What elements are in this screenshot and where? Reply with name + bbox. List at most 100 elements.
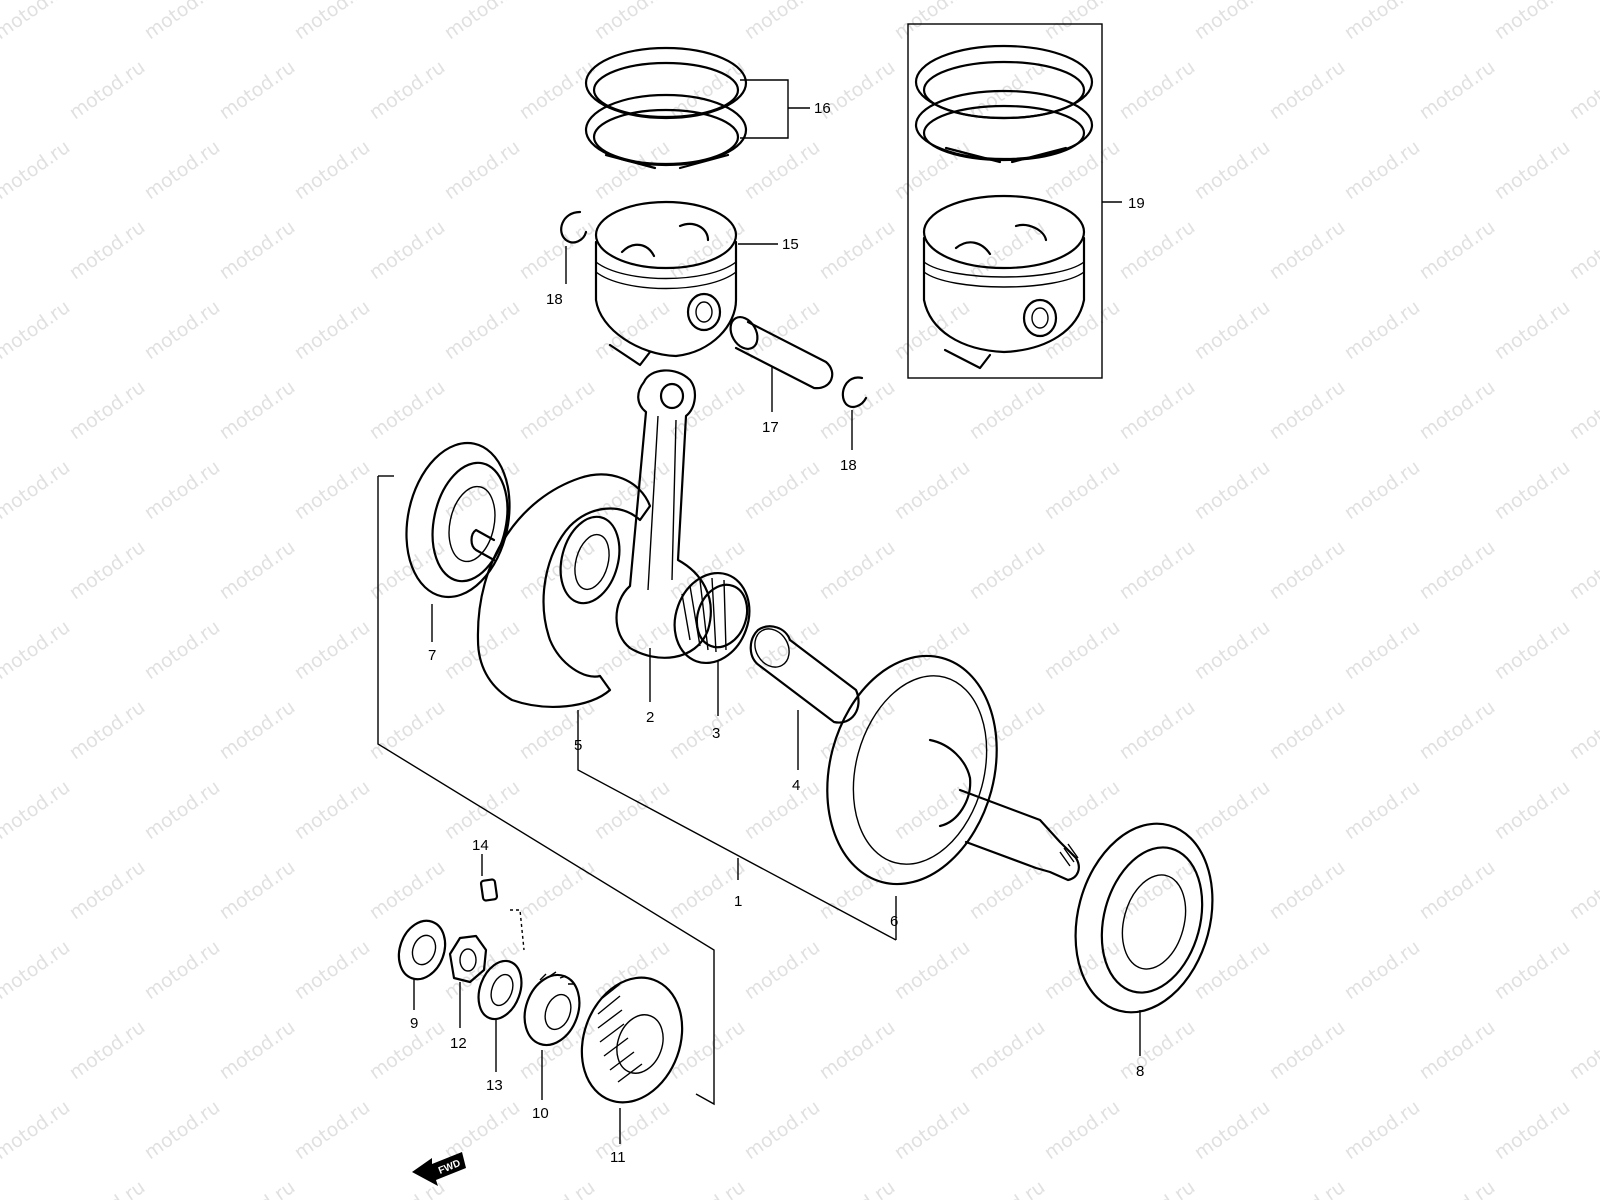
watermark-text: motod.ru <box>1565 536 1600 604</box>
watermark-text: motod.ru <box>1340 936 1424 1004</box>
watermark-text: motod.ru <box>440 1096 524 1164</box>
watermark-text: motod.ru <box>0 936 74 1004</box>
callout-6: 6 <box>890 913 898 930</box>
watermark-text: motod.ru <box>665 856 749 924</box>
watermark-text: motod.ru <box>1115 56 1199 124</box>
primary-drive-gear <box>523 971 581 1100</box>
watermark-text: motod.ru <box>1565 376 1600 444</box>
watermark-text: motod.ru <box>290 456 374 524</box>
watermark-text: motod.ru <box>365 376 449 444</box>
watermark-text: motod.ru <box>1490 0 1574 44</box>
piston-rings <box>584 46 810 170</box>
callout-18-right: 18 <box>840 457 857 474</box>
watermark-text: motod.ru <box>1190 1096 1274 1164</box>
callout-12: 12 <box>450 1035 467 1052</box>
watermark-text: motod.ru <box>140 936 224 1004</box>
watermark-text: motod.ru <box>815 216 899 284</box>
callout-15: 15 <box>782 236 799 253</box>
watermark-text: motod.ru <box>590 1096 674 1164</box>
callout-2: 2 <box>646 709 654 726</box>
crank-web-left <box>470 473 652 740</box>
watermark-text: motod.ru <box>1115 696 1199 764</box>
watermark-text: motod.ru <box>1490 296 1574 364</box>
watermark-text: motod.ru <box>65 536 149 604</box>
watermark-text: motod.ru <box>1115 536 1199 604</box>
callout-8: 8 <box>1136 1063 1144 1080</box>
watermark-text: motod.ru <box>1340 616 1424 684</box>
watermark-text: motod.ru <box>965 216 1049 284</box>
watermark-text: motod.ru <box>815 1016 899 1084</box>
watermark-text: motod.ru <box>965 856 1049 924</box>
watermark-text: motod.ru <box>665 696 749 764</box>
callout-18-left: 18 <box>546 291 563 308</box>
watermark-text: motod.ru <box>965 536 1049 604</box>
watermark-text: motod.ru <box>440 776 524 844</box>
watermark-text: motod.ru <box>740 456 824 524</box>
watermark-text: motod.ru <box>1190 456 1274 524</box>
callout-11: 11 <box>610 1149 626 1166</box>
watermark-text: motod.ru <box>290 1096 374 1164</box>
watermark-text: motod.ru <box>1490 936 1574 1004</box>
watermark-text: motod.ru <box>140 456 224 524</box>
watermark-text: motod.ru <box>890 1096 974 1164</box>
watermark-text: motod.ru <box>1565 56 1600 124</box>
callout-4: 4 <box>792 777 800 794</box>
watermark-text: motod.ru <box>0 456 74 524</box>
needle-bearing <box>673 571 751 716</box>
watermark-text: motod.ru <box>665 1176 749 1200</box>
watermark-text: motod.ru <box>1040 616 1124 684</box>
watermark-text: motod.ru <box>1415 376 1499 444</box>
callout-1: 1 <box>734 893 742 910</box>
callout-numbers: 1 2 3 4 5 6 7 8 9 10 11 12 13 14 15 16 1… <box>410 100 1145 1166</box>
watermark-text: motod.ru <box>290 0 374 44</box>
watermark-text: motod.ru <box>215 56 299 124</box>
watermark-text: motod.ru <box>1190 776 1274 844</box>
watermark-text: motod.ru <box>365 1016 449 1084</box>
watermark-text: motod.ru <box>1415 1016 1499 1084</box>
watermark-text: motod.ru <box>1040 936 1124 1004</box>
watermark-text: motod.ru <box>1190 296 1274 364</box>
watermark-text: motod.ru <box>1340 456 1424 524</box>
watermark-text: motod.ru <box>65 376 149 444</box>
watermark-text: motod.ru <box>65 696 149 764</box>
watermark-text: motod.ru <box>1415 56 1499 124</box>
watermark-text: motod.ru <box>1190 616 1274 684</box>
watermark-text: motod.ru <box>815 536 899 604</box>
watermark-text: motod.ru <box>440 136 524 204</box>
watermark-text: motod.ru <box>740 0 824 44</box>
watermark-text: motod.ru <box>140 1096 224 1164</box>
main-bearing-right <box>1074 822 1214 1056</box>
watermark-text: motod.ru <box>1190 0 1274 44</box>
watermark-text: motod.ru <box>890 456 974 524</box>
watermark-text: motod.ru <box>1490 136 1574 204</box>
watermark-text: motod.ru <box>1340 296 1424 364</box>
watermark-text: motod.ru <box>1115 1176 1199 1200</box>
nut <box>448 934 488 1028</box>
watermark-text: motod.ru <box>890 0 974 44</box>
watermark-text: motod.ru <box>0 296 74 364</box>
watermark-text: motod.ru <box>740 136 824 204</box>
watermark-text: motod.ru <box>440 616 524 684</box>
watermark-text: motod.ru <box>1190 936 1274 1004</box>
watermark-text: motod.ru <box>1115 376 1199 444</box>
watermark-text: motod.ru <box>0 0 74 44</box>
watermark-text: motod.ru <box>215 856 299 924</box>
main-bearing-left <box>405 441 511 642</box>
callout-19: 19 <box>1128 195 1145 212</box>
callout-16: 16 <box>814 100 831 117</box>
watermark-text: motod.ru <box>1340 0 1424 44</box>
watermark-text: motod.ru <box>440 0 524 44</box>
watermark-text: motod.ru <box>665 1016 749 1084</box>
watermark-text: motod.ru <box>1340 136 1424 204</box>
oil-seal <box>397 919 447 1010</box>
watermark-text: motod.ru <box>1565 696 1600 764</box>
watermark-text: motod.ru <box>965 1176 1049 1200</box>
watermark-text: motod.ru <box>1265 1176 1349 1200</box>
watermark-text: motod.ru <box>740 776 824 844</box>
watermark-text: motod.ru <box>1565 856 1600 924</box>
watermark-text: motod.ru <box>1490 1096 1574 1164</box>
watermark-text: motod.ru <box>1565 1176 1600 1200</box>
lock-washer <box>477 909 525 1072</box>
watermark-text: motod.ru <box>290 776 374 844</box>
callout-5: 5 <box>574 737 582 754</box>
